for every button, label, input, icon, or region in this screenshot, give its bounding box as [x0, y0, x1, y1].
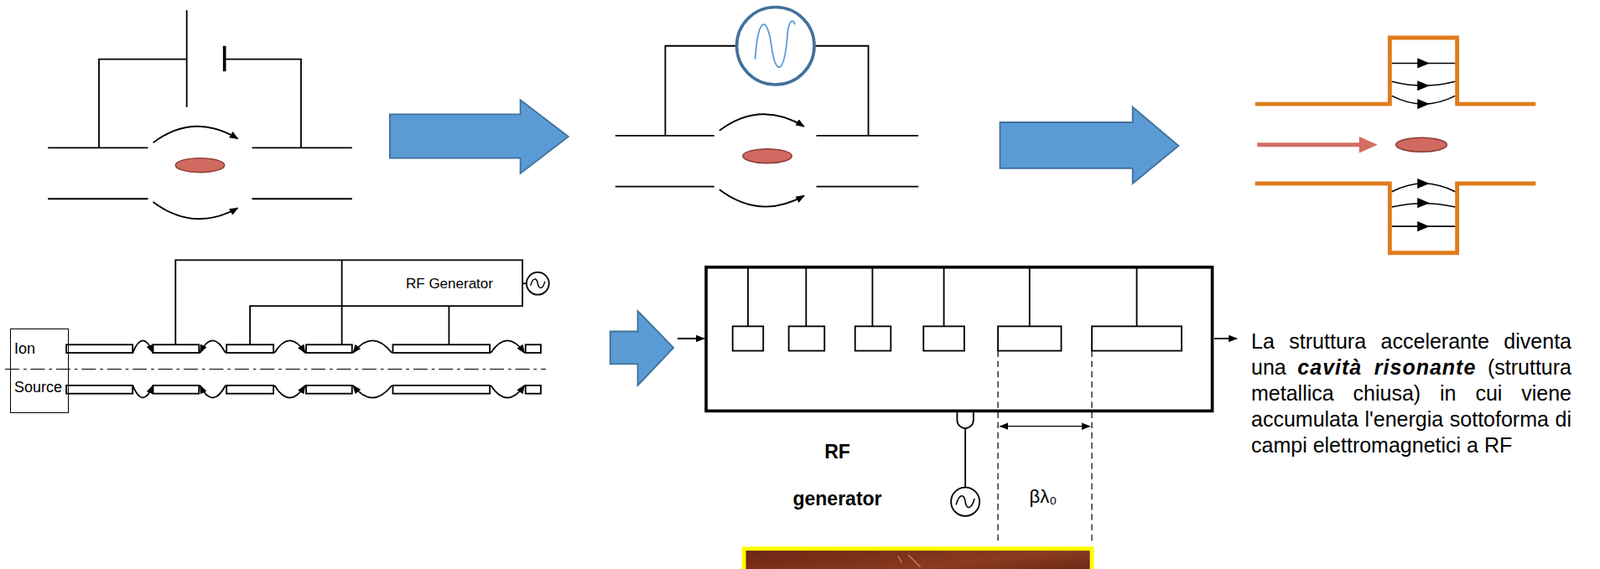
cavity-photo-detail	[898, 555, 921, 568]
wideroe-linac	[5, 259, 550, 398]
ion-source-box: Ion Source	[10, 328, 69, 414]
dimension-label: βλ₀	[1029, 486, 1058, 509]
step-arrow	[610, 311, 674, 386]
rf-gap-schematic	[615, 7, 919, 208]
step-arrow	[389, 99, 569, 174]
note-emphasis: cavità risonante	[1297, 355, 1476, 380]
generator-label: RF Generator	[405, 275, 494, 293]
rf-generator-label: RF generator	[784, 428, 890, 523]
dc-gap-schematic	[47, 10, 353, 219]
alvarez-linac	[677, 267, 1237, 541]
resonant-cavity	[1255, 37, 1537, 254]
cavity-photo	[743, 549, 1092, 569]
node-label: Ion Source	[14, 329, 65, 407]
step-arrow	[1000, 107, 1180, 184]
note-paragraph: La struttura accelerante diventa una cav…	[1251, 328, 1572, 459]
